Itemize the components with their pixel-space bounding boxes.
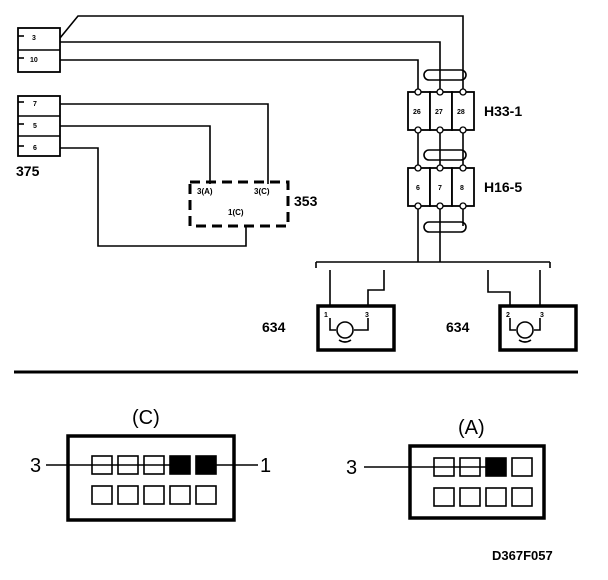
relay-353-outline [188, 180, 290, 228]
figure-id: D367F057 [492, 548, 553, 563]
junction-h33-pin-27: 27 [435, 109, 443, 116]
connector-c-callout-3: 3 [30, 455, 41, 477]
connector-375-pin-10: 10 [30, 57, 38, 64]
connector-c-callout-1: 1 [260, 455, 271, 477]
relay-353-pin-3c: 3(C) [254, 187, 270, 196]
connector-375-pin-7: 7 [33, 101, 37, 108]
sensor-left-element-icon [336, 321, 354, 339]
sensor-right-pin-3: 3 [540, 312, 544, 319]
connector-c-title: (C) [132, 407, 160, 429]
connector-c-face: (C) 3 1 [30, 407, 271, 522]
junction-h33-pin-26: 26 [413, 109, 421, 116]
sensor-left-label: 634 [262, 319, 286, 335]
sensor-left-pin-3: 3 [365, 312, 369, 319]
relay-353-pin-3a: 3(A) [197, 187, 213, 196]
connector-a-housing [408, 444, 546, 520]
relay-353-label: 353 [294, 193, 318, 209]
junction-h33-pin-28: 28 [457, 109, 465, 116]
sensor-right-element-icon [516, 321, 534, 339]
relay-353: 3(A) 3(C) 1(C) 353 [188, 180, 318, 228]
junction-h33-1: 26 27 28 H33-1 [407, 88, 522, 134]
sensor-634-left: 1 3 634 [262, 304, 396, 352]
connector-c-housing [66, 434, 236, 522]
connector-a-title: (A) [458, 417, 485, 439]
sensor-left-pin-1: 1 [324, 312, 328, 319]
junction-h33-label: H33-1 [484, 103, 522, 119]
junction-h16-pin-6: 6 [416, 185, 420, 192]
junction-h16-pin-8: 8 [460, 185, 464, 192]
junction-h16-5: 6 7 8 H16-5 [407, 164, 522, 210]
connector-375-pin-3: 3 [32, 35, 36, 42]
relay-353-pin-1c: 1(C) [228, 208, 244, 217]
sensor-634-right: 2 3 634 [446, 304, 578, 352]
connector-a-callout-3: 3 [346, 457, 357, 479]
connector-a-face: (A) 3 [346, 417, 546, 520]
wires [59, 15, 551, 318]
connector-375: 3 10 7 5 6 375 [16, 27, 61, 179]
connector-375-pin-5: 5 [33, 123, 37, 130]
connector-375-label: 375 [16, 163, 40, 179]
sensor-right-pin-2: 2 [506, 312, 510, 319]
connector-375-lower-block [17, 95, 61, 157]
connector-375-pin-6: 6 [33, 145, 37, 152]
junction-h16-pin-7: 7 [438, 185, 442, 192]
junction-h16-label: H16-5 [484, 179, 522, 195]
sensor-right-label: 634 [446, 319, 470, 335]
